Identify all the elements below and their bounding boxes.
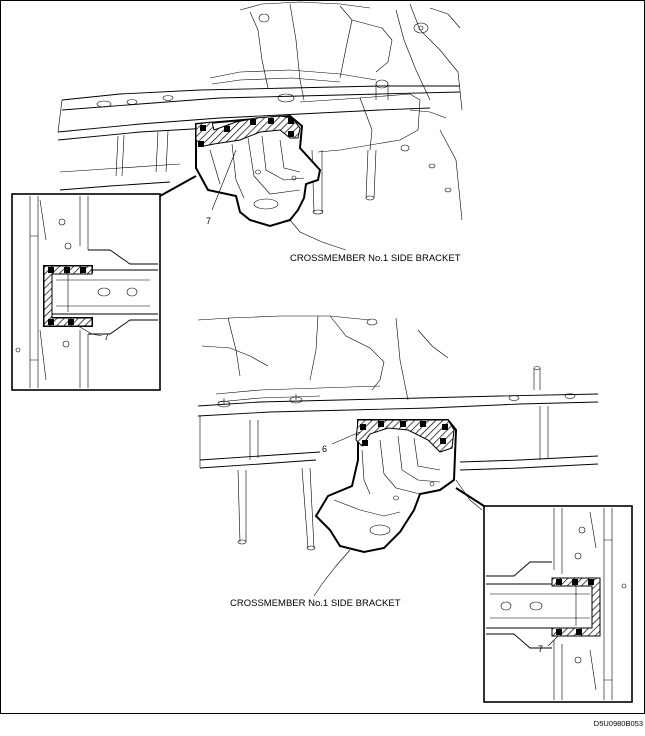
bottom-inset-callout-7: 7 bbox=[538, 644, 543, 654]
figure-code: D5U0980B053 bbox=[594, 719, 643, 728]
bottom-bracket-label: CROSSMEMBER No.1 SIDE BRACKET bbox=[230, 598, 401, 609]
top-inset-callout-7: 7 bbox=[104, 332, 109, 342]
top-callout-7: 7 bbox=[206, 216, 211, 226]
top-label-leader bbox=[289, 219, 347, 251]
top-bracket-label: CROSSMEMBER No.1 SIDE BRACKET bbox=[290, 253, 461, 264]
bottom-callout-6: 6 bbox=[322, 444, 327, 454]
bottom-vehicle-view bbox=[197, 315, 599, 551]
top-crossmember-bracket bbox=[195, 114, 322, 228]
bottom-label-leader bbox=[313, 549, 351, 597]
top-inset-detail bbox=[11, 193, 161, 391]
bottom-crossmember-bracket bbox=[314, 419, 458, 554]
top-inset-pointer bbox=[159, 175, 197, 197]
bottom-inset-detail bbox=[483, 505, 633, 703]
bottom-inset-pointer bbox=[455, 487, 485, 507]
top-vehicle-view bbox=[57, 1, 463, 221]
bottom-callout-leader bbox=[331, 431, 361, 445]
